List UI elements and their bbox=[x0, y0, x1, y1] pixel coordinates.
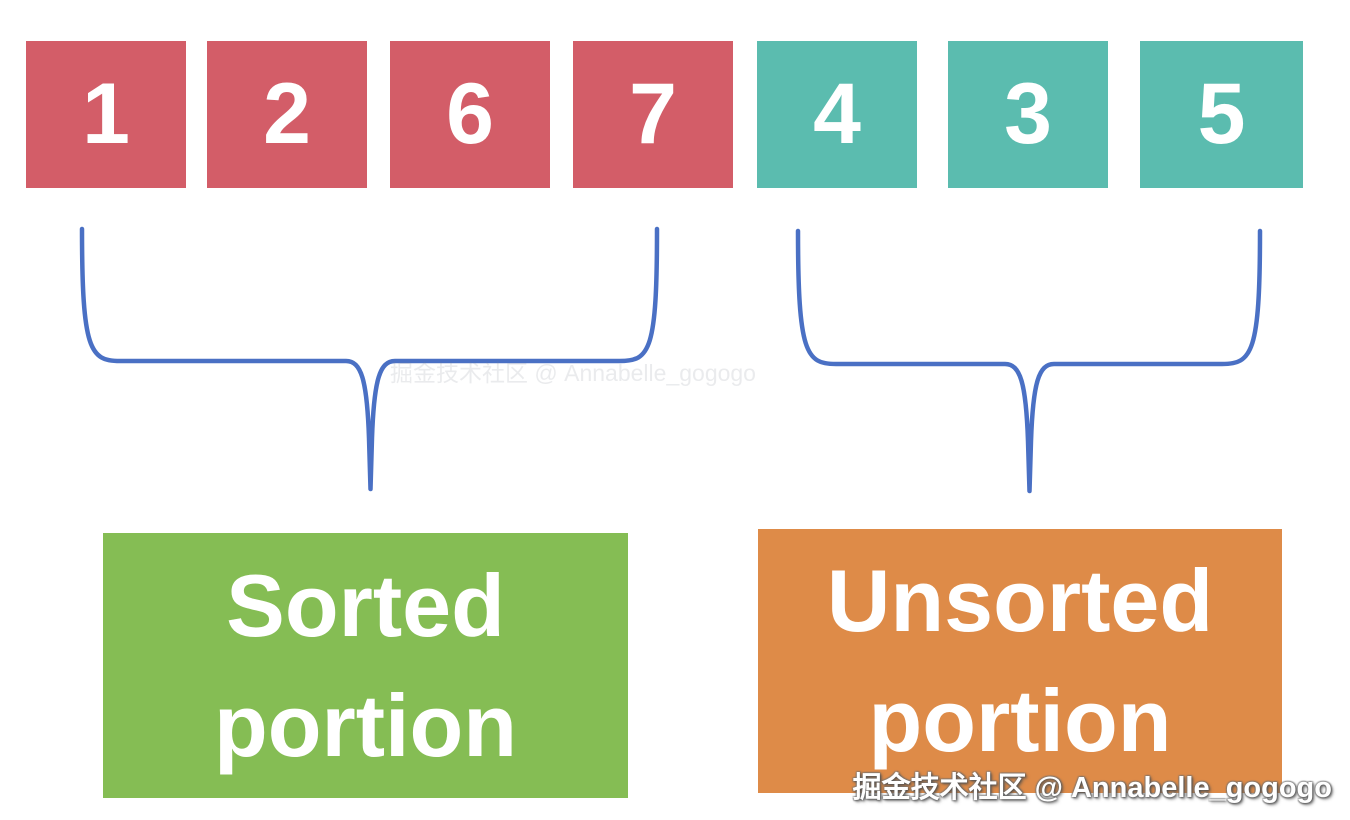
unsorted-portion-label-box: Unsorted portion bbox=[758, 529, 1282, 793]
array-cell-sorted-6: 6 bbox=[390, 41, 550, 188]
watermark: 掘金技术社区 @ Annabelle_gogogo bbox=[852, 772, 1332, 804]
array-cell-unsorted-5: 5 bbox=[1140, 41, 1303, 188]
watermark-faint: 掘金技术社区 @ Annabelle_gogogo bbox=[390, 360, 756, 386]
array-cell-sorted-7: 7 bbox=[573, 41, 733, 188]
sorted-brace bbox=[79, 226, 660, 492]
sorted-portion-label: Sorted portion bbox=[213, 555, 517, 775]
unsorted-brace bbox=[795, 228, 1263, 494]
array-cell-sorted-2: 2 bbox=[207, 41, 367, 188]
array-cell-unsorted-3: 3 bbox=[948, 41, 1108, 188]
array-cell-sorted-1: 1 bbox=[26, 41, 186, 188]
sorted-portion-label-box: Sorted portion bbox=[103, 533, 628, 798]
array-cell-unsorted-4: 4 bbox=[757, 41, 917, 188]
unsorted-portion-label: Unsorted portion bbox=[826, 551, 1214, 770]
